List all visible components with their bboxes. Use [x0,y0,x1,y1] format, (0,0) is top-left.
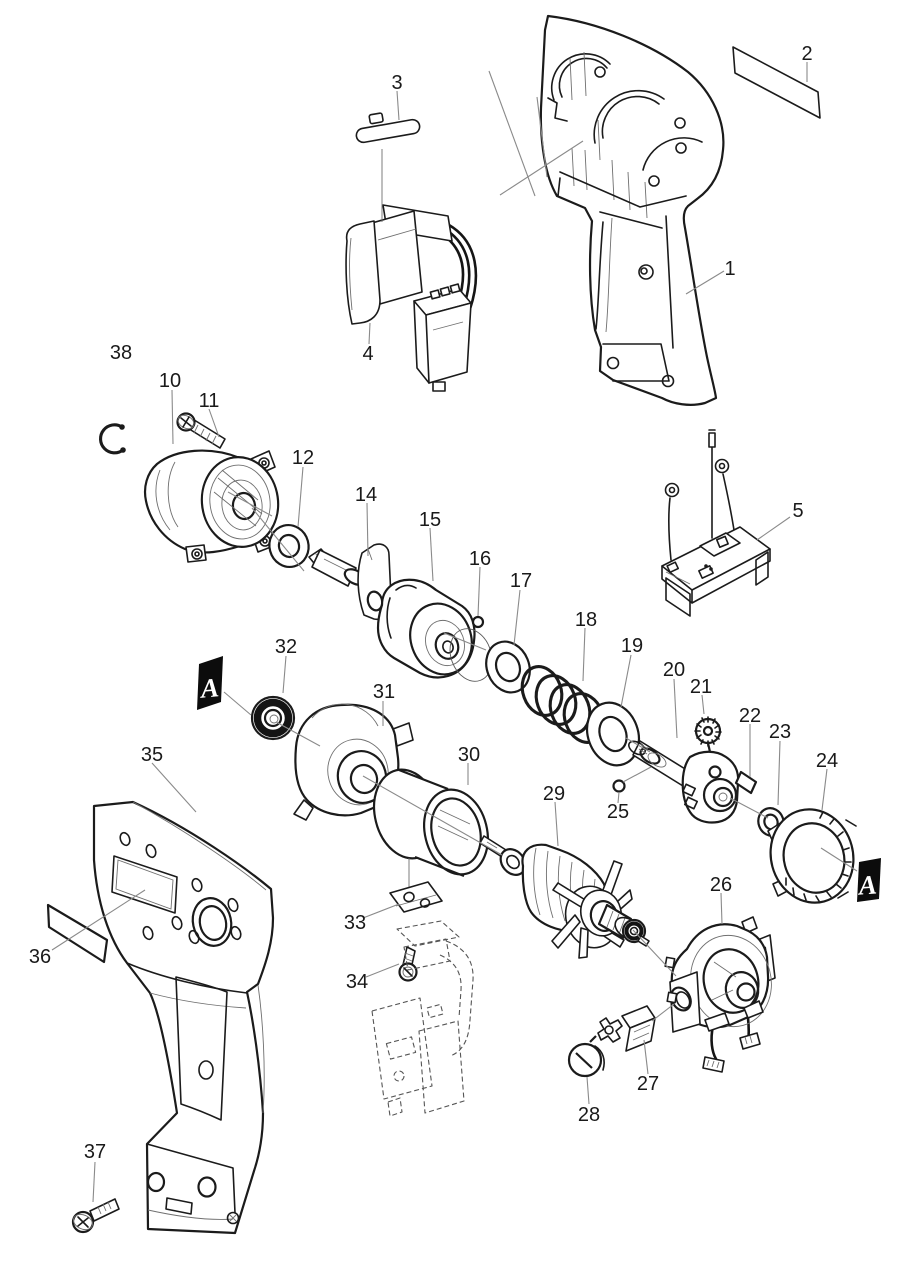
part-label-32: 32 [275,636,297,658]
part-label-1: 1 [724,258,735,280]
part-5-terminal-board [661,429,771,617]
part-17-washer [485,640,531,694]
part-label-5: 5 [792,500,803,522]
part-27-brush [589,1005,656,1052]
part-label-12: 12 [292,447,314,469]
part-label-29: 29 [543,783,565,805]
part-label-24: 24 [816,750,838,772]
part-label-35: 35 [141,744,163,766]
part-label-30: 30 [458,744,480,766]
part-33-plate [389,881,443,913]
part-4-switch [345,149,478,392]
part-label-33: 33 [344,912,366,934]
part-label-22: 22 [739,705,761,727]
part-3-lock-bar [355,112,421,144]
part-35-housing-half [92,800,275,1235]
part-label-36: 36 [29,946,51,968]
section-marker-a-top: A [197,656,223,710]
part-label-31: 31 [373,681,395,703]
section-letter-top: A [198,672,221,704]
part-24-ring-gear [767,808,857,904]
part-label-27: 27 [637,1073,659,1095]
part-label-15: 15 [419,509,441,531]
part-label-25: 25 [607,801,629,823]
part-11-screw [176,412,226,449]
part-label-3: 3 [391,72,402,94]
part-16-ball [449,615,493,682]
part-2-nameplate [732,46,821,119]
part-26-rear-bracket [664,916,776,1073]
part-37-screw [71,1198,120,1234]
part-label-37: 37 [84,1141,106,1163]
part-14-anvil [308,543,392,621]
part-label-11: 11 [199,390,220,412]
part-label-17: 17 [510,570,532,592]
part-label-10: 10 [159,370,181,392]
part-label-14: 14 [355,484,377,506]
part-28-cap [567,1042,605,1078]
part-25-ball [612,779,626,793]
part-1-housing-half [539,14,725,406]
part-38-snap-ring [99,423,126,455]
part-label-28: 28 [578,1104,600,1126]
part-20-spindle [628,740,740,824]
part-22-pin [734,770,758,795]
part-label-38: 38 [110,342,132,364]
part-label-18: 18 [575,609,597,631]
part-label-4: 4 [362,343,373,365]
part-32-bearing [250,695,296,741]
phantom-switch-outline [371,920,474,1117]
part-12-washer [268,523,310,569]
part-label-20: 20 [663,659,685,681]
part-label-26: 26 [710,874,732,896]
part-19-washer [585,701,641,767]
part-label-34: 34 [346,971,368,993]
part-29-armature [479,835,650,959]
part-label-2: 2 [801,43,812,65]
part-21-gear [694,716,722,753]
part-10-hammer-case [143,449,280,563]
section-marker-a-bottom: A [856,858,881,902]
part-label-19: 19 [621,635,643,657]
leader-lines [51,62,858,1203]
part-label-23: 23 [769,721,791,743]
part-label-16: 16 [469,548,491,570]
part-15-hammer [376,578,476,679]
part-30-cylinder [372,768,489,889]
section-letter-bottom: A [856,869,878,900]
part-label-21: 21 [690,676,712,698]
part-labels: 1 2 3 4 5 10 11 12 14 15 16 17 18 19 20 … [29,43,838,1163]
part-34-screw [398,946,418,982]
